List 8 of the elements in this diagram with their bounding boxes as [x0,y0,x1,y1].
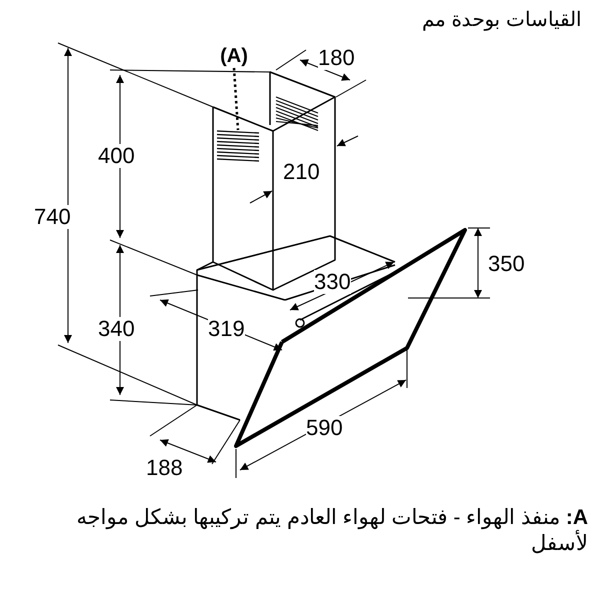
leader-line [232,68,240,130]
callout-label: (A) [216,44,252,68]
vent-grille-icon [216,130,260,162]
dimension-value: 330 [314,270,351,294]
dimension-value: 740 [34,205,71,229]
dimension-value: 400 [98,144,135,168]
dimension-value: 340 [98,317,135,341]
units-note: القياسات بوحدة مم [422,10,582,30]
